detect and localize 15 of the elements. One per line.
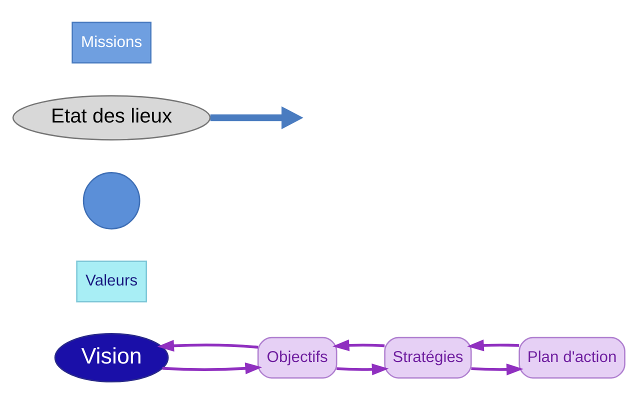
arrow (162, 362, 262, 374)
node-box: Valeurs (76, 260, 147, 302)
arrow (332, 338, 385, 351)
arrow (467, 339, 520, 351)
node-box: Objectifs (257, 336, 338, 378)
node-ellipse: Etat des lieux (12, 94, 211, 140)
arrow (336, 363, 389, 375)
arrow (210, 106, 304, 129)
arrow (471, 363, 524, 375)
node-box: Missions (72, 21, 152, 64)
node-box: Plan d'action (518, 336, 626, 378)
node-ellipse: Vision (54, 332, 169, 382)
node-box: Stratégies (384, 336, 472, 378)
node-circle (82, 172, 140, 229)
arrow (157, 339, 258, 352)
